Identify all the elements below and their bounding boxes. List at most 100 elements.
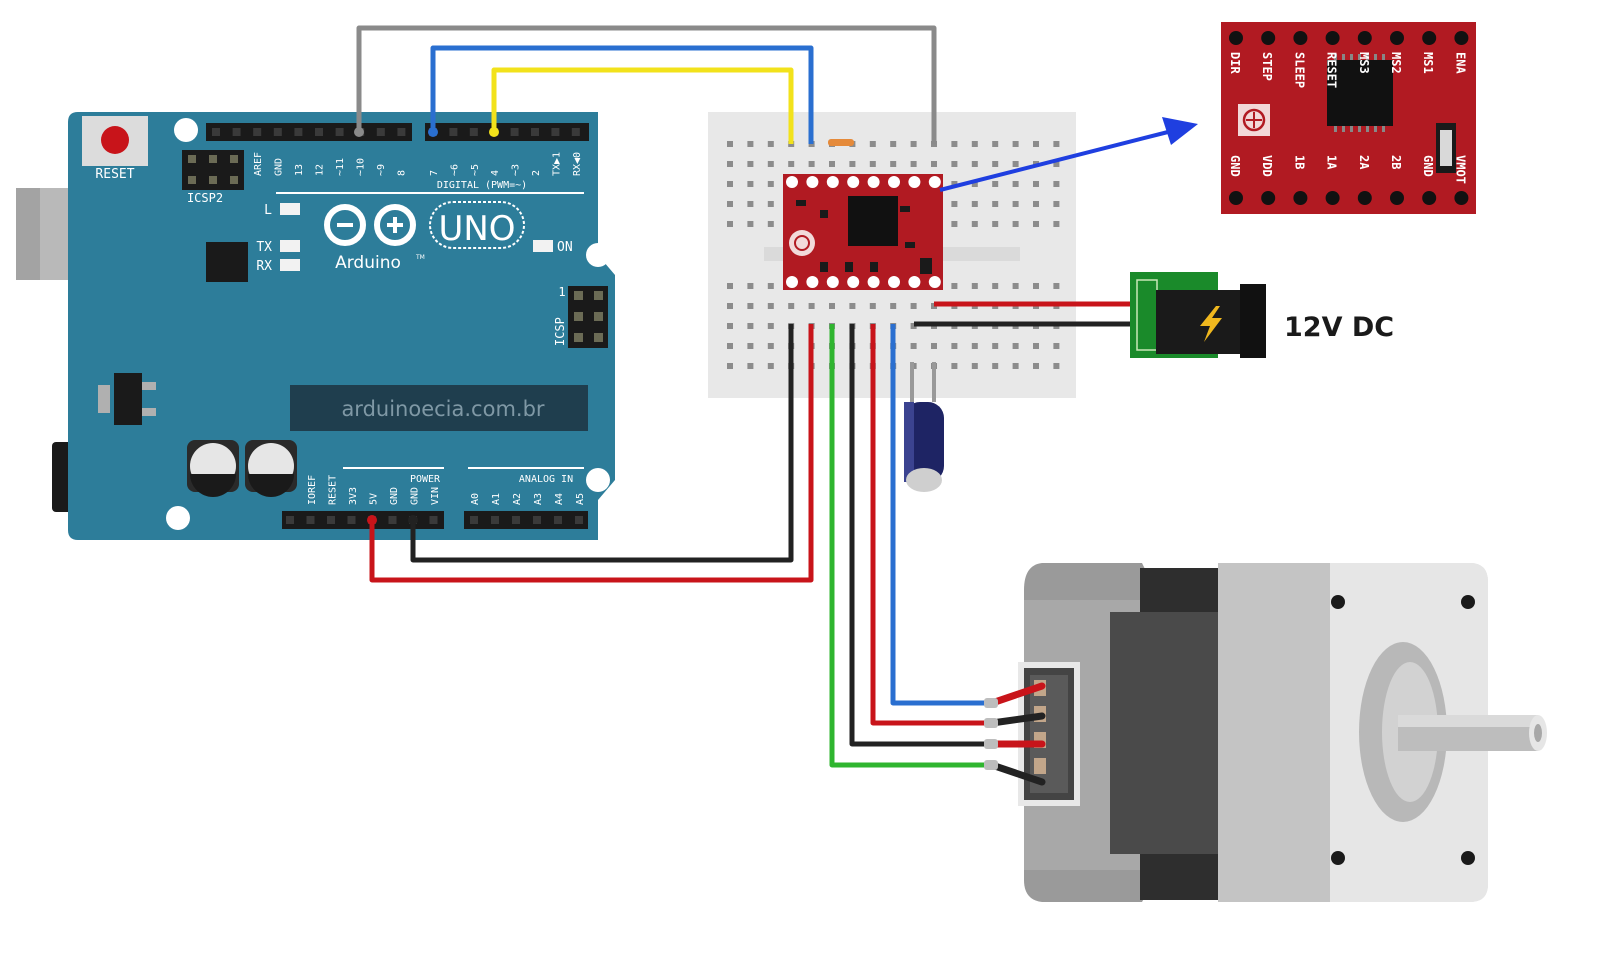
breadboard-hole [1053, 161, 1060, 167]
digital-pin-label: RX◀0 [572, 152, 583, 176]
breadboard-hole [971, 181, 978, 187]
driver-pin-pad [847, 176, 860, 188]
header-pin-hole [212, 128, 220, 136]
breadboard-hole [767, 221, 774, 227]
power-pin-label: VIN [430, 487, 441, 505]
driver-bottom-pin-label: VDD [1260, 155, 1274, 177]
breadboard-hole [1012, 221, 1019, 227]
header-pin-hole [449, 128, 458, 136]
digital-pin-label: 13 [294, 164, 305, 176]
driver-module-small [783, 174, 943, 290]
breadboard-hole [890, 303, 897, 309]
breadboard-hole [767, 363, 774, 369]
breadboard-hole [747, 303, 754, 309]
header-pin-hole [335, 128, 344, 136]
header-pin-hole [491, 516, 499, 524]
breadboard-hole [1012, 161, 1019, 167]
breadboard-hole [890, 161, 897, 167]
driver-top-pin-label: ENA [1453, 52, 1467, 74]
reset-button-cap[interactable] [101, 126, 129, 154]
digital-pin-label: ~9 [376, 164, 387, 176]
breadboard-hole [727, 181, 733, 187]
breadboard-hole [971, 141, 978, 147]
breadboard-hole [747, 323, 754, 329]
digital-pin-label: ~5 [470, 164, 481, 176]
digital-pin-label: ~3 [511, 164, 522, 176]
analog-pin-label: A2 [512, 493, 523, 505]
uno-label: UNO [438, 209, 515, 249]
breadboard-hole [1033, 181, 1039, 187]
wire-gray [356, 25, 937, 144]
analog-pin-label: A1 [491, 493, 502, 505]
breadboard-hole [1053, 141, 1060, 147]
breadboard-hole [849, 303, 856, 309]
breadboard-hole [727, 303, 733, 309]
driver-bottom-pin-label: 1B [1292, 155, 1306, 169]
breadboard-hole [1033, 221, 1039, 227]
board-body [68, 112, 615, 540]
analog-header [464, 511, 588, 529]
power-header-label: POWER [410, 474, 441, 485]
header-pin-hole [512, 516, 520, 524]
header-pin-hole [315, 128, 323, 136]
driver-top-pin-label: RESET [1325, 52, 1339, 88]
electrolytic-capacitor [904, 362, 944, 492]
driver-top-pin-label: SLEEP [1292, 52, 1306, 88]
wire-blue-motor [890, 324, 990, 706]
driver-pin [1261, 31, 1276, 45]
driver-top-pin-label: DIR [1228, 52, 1242, 74]
breadboard-hole [829, 161, 835, 167]
driver-pin-pad [826, 176, 839, 188]
power-pin-label: RESET [328, 475, 339, 505]
driver-pin-pad [888, 176, 900, 188]
wire-yellow [491, 67, 794, 144]
driver-pin-pad [908, 176, 921, 188]
breadboard-hole [727, 323, 733, 329]
digital-pin-label: 12 [315, 164, 326, 176]
breadboard-hole [1053, 283, 1060, 289]
driver-pin [1422, 31, 1437, 45]
driver-bottom-pin-label: 1A [1325, 155, 1339, 170]
header-pin-hole [554, 516, 562, 524]
breadboard-hole [951, 221, 958, 227]
breadboard-hole [869, 303, 876, 309]
digital-header-label: DIGITAL (PWM=~) [437, 180, 527, 191]
icsp-pin1-label: 1 [558, 285, 565, 299]
driver-pin-pad [826, 276, 839, 288]
icsp-header [568, 286, 608, 348]
led-on [533, 240, 553, 252]
header-pin-hole [232, 128, 241, 136]
analog-pin-label: A0 [470, 493, 481, 505]
breadboard-hole [727, 141, 733, 147]
breadboard-hole [1033, 283, 1039, 289]
power-pin-label: IOREF [307, 475, 318, 505]
motor-lead-ferrules [984, 698, 998, 770]
breadboard-hole [788, 303, 795, 309]
driver-pin [1325, 31, 1340, 45]
icsp-label: ICSP [553, 317, 567, 346]
breadboard-hole [1053, 201, 1060, 207]
breadboard-hole [1053, 363, 1060, 369]
header-pin-hole [273, 128, 282, 136]
breadboard-hole [767, 201, 774, 207]
breadboard-hole [951, 201, 958, 207]
driver-top-pin-label: MS1 [1421, 52, 1435, 74]
header-pin-hole [429, 516, 438, 524]
breadboard-hole [727, 201, 733, 207]
breadboard-hole [1012, 283, 1019, 289]
power-pin-label: 3V3 [348, 487, 359, 505]
digital-pin-label: 4 [490, 170, 501, 176]
driver-bottom-pin-label: 2A [1357, 155, 1371, 170]
header-pin-hole [469, 128, 478, 136]
breadboard-hole [931, 161, 937, 167]
breadboard-hole [727, 161, 733, 167]
digital-pin-label: ~11 [335, 158, 346, 176]
breadboard-hole [910, 343, 917, 349]
breadboard-hole [910, 161, 917, 167]
breadboard-hole [951, 161, 958, 167]
driver-chip [848, 196, 898, 246]
power-pin-label: GND [389, 487, 400, 505]
breadboard-hole [747, 141, 754, 147]
